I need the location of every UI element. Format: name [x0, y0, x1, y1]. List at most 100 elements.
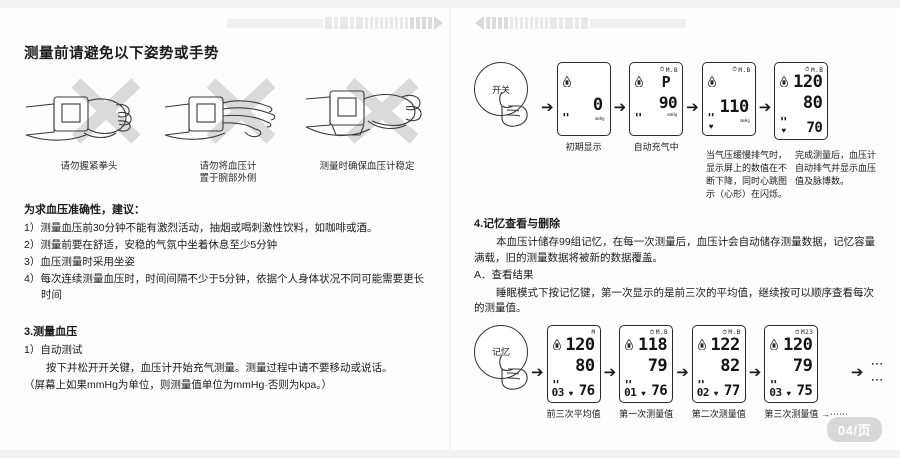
lcd-systolic-value: 122	[710, 334, 741, 355]
lcd-memory-number: 03	[551, 385, 565, 399]
section4-body: 本血压计储存99组记忆，在每一次测量后，血压计会自动储存测量数据，记忆容量满载，…	[474, 236, 876, 264]
battery-icon: ▮▮	[780, 116, 787, 122]
lcd-mode-text: M.B	[665, 66, 679, 74]
battery-icon: ▮▮	[635, 112, 642, 118]
lcd-mode-text: M	[591, 328, 596, 336]
page-number-badge: 04/页	[826, 417, 882, 442]
lcd-value-secondary: 90	[658, 93, 678, 112]
lcd-status-icons: M	[591, 329, 595, 336]
flow-note: 完成测量后，血压计自动排气并显示血压值及脉博数。	[795, 150, 877, 186]
flow-arrow-icon: ➔	[541, 98, 554, 116]
lcd-systolic-value: 120	[783, 334, 813, 355]
lcd-caption: 第一次测量值	[619, 408, 674, 419]
flow-arrow-icon: ➔	[676, 362, 689, 381]
lcd-status-icons: ⏱ M.B	[732, 66, 751, 74]
power-button[interactable]: 开关	[474, 62, 528, 116]
advice-heading: 为求血压准确性，建议：	[24, 204, 145, 216]
memory-button[interactable]: 记忆	[474, 324, 528, 379]
memory-button-label: 记忆	[491, 347, 510, 357]
section4-heading: 4.记忆查看与删除	[474, 218, 561, 230]
illustration-item: 请勿握紧拳头	[24, 77, 154, 185]
lcd-panel: ⏱ M.B ▮▮ P 90 mmHg	[629, 62, 684, 136]
flow-arrow-icon: ➔	[603, 362, 617, 381]
lcd-diastolic-value: 82	[720, 355, 740, 376]
right-column: 开关 ➔	[474, 36, 884, 420]
lcd-memory-2: ⏱ M.B ▮▮ 122 82 02 ♥ 77 第二次测量值	[691, 324, 746, 420]
wrist-unstable-illustration	[302, 77, 432, 155]
lcd-unit: mmHg	[667, 112, 678, 117]
blood-drop-icon	[552, 338, 561, 350]
hand-pointer-icon	[499, 354, 528, 390]
illustration-item: 请勿将血压计 置于腕部外侧	[163, 77, 293, 185]
lcd-memory-number: 03	[769, 385, 782, 399]
blood-drop-icon	[562, 76, 571, 87]
battery-icon: ▮▮	[625, 378, 632, 385]
battery-icon: ▮▮	[562, 112, 570, 118]
hand-pointer-icon	[499, 91, 528, 127]
flow-note: 当气压缓慢排气时，显示屏上的数值在不断下降，同时心跳图示（心形）在闪烁。	[706, 150, 788, 199]
battery-icon: ▮▮	[707, 112, 715, 118]
lcd-systolic-value: 120	[565, 334, 595, 355]
heartbeat-icon: ♥	[781, 126, 787, 135]
lcd-memory-3: ⏱ M23 ▮▮ 120 79 03 ♥ 75 第三次测量值 →⋯⋯	[764, 324, 848, 420]
clock-icon: ⏱	[804, 66, 810, 73]
advice-item: 3）血压测量时采用坐姿	[24, 256, 135, 268]
lcd-systolic-value: 118	[637, 334, 668, 355]
flow-arrow-icon: ➔	[758, 98, 772, 116]
lcd-diastolic-value: 79	[647, 355, 668, 376]
page-spine	[449, 0, 451, 458]
lcd-caption: 第二次测量值	[691, 408, 746, 419]
lcd-mode-text: M.B	[738, 66, 751, 74]
lcd-memory-average: M ▮▮ 120 80 03 ♥ 76 前三次平均值	[546, 324, 601, 420]
lcd-deflating-display: ⏱ M.B ▮▮ ♥ 110 mmHg	[701, 62, 756, 140]
blood-drop-icon	[780, 76, 789, 87]
heartbeat-icon: ♥	[713, 388, 719, 398]
decorative-strip-right	[474, 16, 732, 30]
lcd-pulse-value: 75	[796, 382, 813, 399]
flow-arrow-icon: ➔	[748, 362, 762, 381]
lcd-inflating-display: ⏱ M.B ▮▮ P 90 mmHg 自动充气中	[629, 62, 684, 153]
wrist-outer-illustration	[163, 77, 293, 155]
decorative-strip-left	[186, 16, 444, 30]
lcd-panel: M ▮▮ 120 80 03 ♥ 76	[546, 324, 601, 403]
memory-button-illustration[interactable]: 记忆	[474, 324, 528, 395]
clock-icon: ⏱	[649, 328, 655, 336]
blood-drop-icon	[697, 338, 706, 350]
lcd-diastolic-value: 80	[802, 93, 823, 113]
lcd-panel: ⏱ M.B ▮▮ ♥ 110 mmHg	[701, 62, 756, 136]
section3-note: （屏幕上如果mmHg为单位，则测量值单位为mmHg·否则为kpa。）	[24, 379, 333, 391]
lcd-unit: mmHg	[740, 118, 750, 123]
clock-icon: ⏱	[722, 328, 728, 336]
heartbeat-icon: ♥	[708, 122, 714, 131]
illustration-caption: 测量时确保血压计稳定	[319, 161, 415, 172]
flow-ellipsis: ⋯ ⋯	[870, 356, 886, 387]
lcd-result-display: ⏱ M.B ▮▮ ♥ 120 80 70	[774, 62, 829, 144]
flow-arrow-icon: ➔	[850, 362, 864, 381]
lcd-systolic-value: 120	[793, 72, 823, 92]
lcd-pulse-value: 76	[651, 382, 668, 399]
lcd-pulse-value: 77	[723, 382, 740, 399]
illustration-item: 测量时确保血压计稳定	[302, 77, 432, 185]
power-button-label: 开关	[491, 84, 510, 95]
lcd-diastolic-value: 79	[792, 355, 813, 376]
power-button-illustration[interactable]: 开关	[474, 62, 538, 132]
lcd-pulse-value: 70	[806, 120, 823, 136]
lcd-memory-1: ⏱ M.B ▮▮ 118 79 01 ♥ 76 第一次测量值	[619, 324, 674, 420]
lcd-panel: ⏱ M.B ▮▮ ♥ 120 80 70	[774, 62, 829, 140]
flow-notes: 当气压缓慢排气时，显示屏上的数值在不断下降，同时心跳图示（心形）在闪烁。 完成测…	[706, 149, 884, 201]
lcd-pulse-value: 76	[578, 382, 595, 399]
lcd-mode-text: M23	[801, 329, 814, 336]
illustration-caption: 请勿握紧拳头	[60, 161, 118, 172]
blood-drop-icon	[625, 338, 634, 350]
page-title: 测量前请避免以下姿势或手势	[24, 46, 219, 62]
section3-subheading: 1）自动测试	[24, 344, 83, 356]
heartbeat-icon: ♥	[568, 388, 574, 398]
flow-arrow-icon: ➔	[613, 98, 627, 116]
lcd-memory-number: 02	[696, 385, 710, 399]
lcd-panel: ⏱ M23 ▮▮ 120 79 03 ♥ 75	[764, 324, 819, 403]
lcd-status-icons: ⏱ M.B	[805, 66, 824, 74]
lcd-status-icons: ⏱ M.B	[722, 329, 741, 337]
section4-sub-a: A．查看结果	[474, 269, 534, 281]
advice-item: 2）测量前要在舒适，安稳的气氛中坐着休息至少5分钟	[24, 239, 278, 251]
heartbeat-icon: ♥	[641, 388, 646, 398]
